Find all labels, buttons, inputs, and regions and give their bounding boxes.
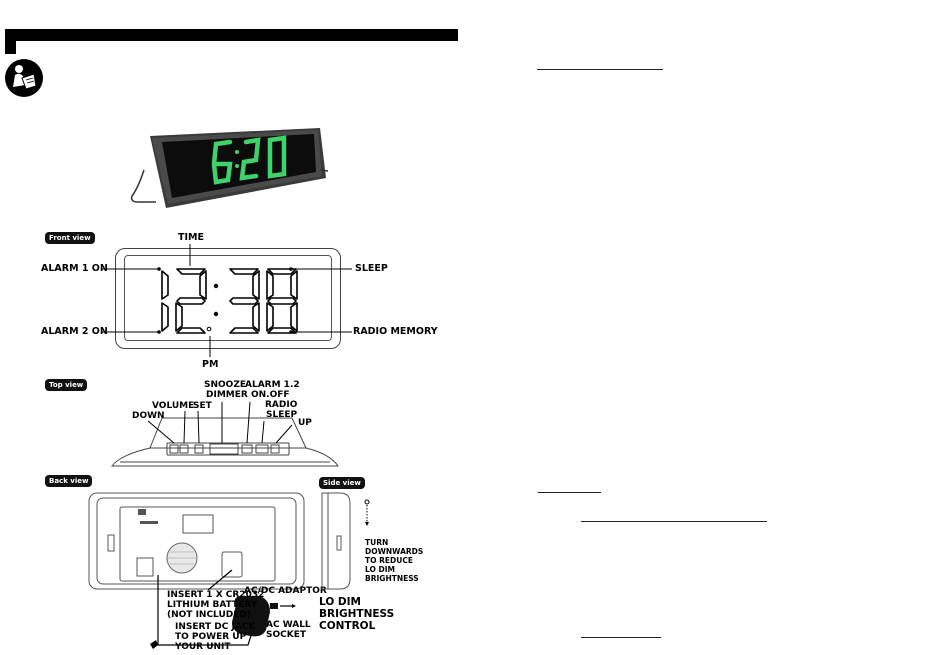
label-turn-4: LO DIM [365,565,395,574]
label-lodim-2: BRIGHTNESS [319,608,395,620]
label-wallsocket-1: AC WALL [266,620,311,630]
label-turn-3: TO REDUCE [365,556,413,565]
label-alarm12: ALARM 1.2 [245,380,300,390]
label-turn-5: BRIGHTNESS [365,574,419,583]
label-lodim-1: LO DIM [319,596,361,608]
label-dcjack-2: TO POWER UP [175,632,247,642]
label-dimmer: DIMMER [206,390,248,400]
back-view-badge: Back view [45,475,93,487]
front-clock-screen [124,255,332,341]
rule-1 [537,69,663,70]
label-lodim-3: CONTROL [319,620,376,632]
label-sleep: SLEEP [355,263,388,274]
label-alarm2-on: ALARM 2 ON [41,326,108,337]
label-radio-memory: RADIO MEMORY [353,326,438,337]
label-alarm1-on: ALARM 1 ON [41,263,108,274]
top-view-badge: Top view [45,379,88,391]
front-clock-frame [115,248,341,349]
label-adaptor: AC/DC ADAPTOR [244,586,327,596]
side-view-badge: Side view [319,477,365,489]
label-sleep-top: SLEEP [266,410,298,420]
rule-2 [538,492,601,493]
label-dcjack-1: INSERT DC JACK [175,622,256,632]
label-down: DOWN [132,411,165,421]
label-set: SET [193,401,212,411]
label-dcjack-3: YOUR UNIT [175,642,231,652]
label-turn-1: TURN [365,538,389,547]
front-view-badge: Front view [45,232,95,244]
clock-photo [130,128,329,208]
label-turn-2: DOWNWARDS [365,547,424,556]
label-battery-1: INSERT 1 X CR2032 [167,590,265,600]
label-snooze: SNOOZE [204,380,246,390]
label-volume: VOLUME [152,401,195,411]
read-manual-icon [5,59,43,97]
label-up: UP [298,418,312,428]
front-display-digits [161,268,298,334]
label-wallsocket-2: SOCKET [266,630,306,640]
label-radio: RADIO [265,400,298,410]
rule-3 [581,521,767,522]
header-tab [5,41,16,54]
label-battery-3: (NOT INCLUDED) [167,610,251,620]
header-bar [5,29,458,41]
label-pm: PM [202,359,219,370]
label-battery-2: LITHIUM BATTERY [167,600,258,610]
label-time: TIME [178,232,204,243]
rule-4 [581,637,661,638]
label-onoff: ON.OFF [251,390,290,400]
